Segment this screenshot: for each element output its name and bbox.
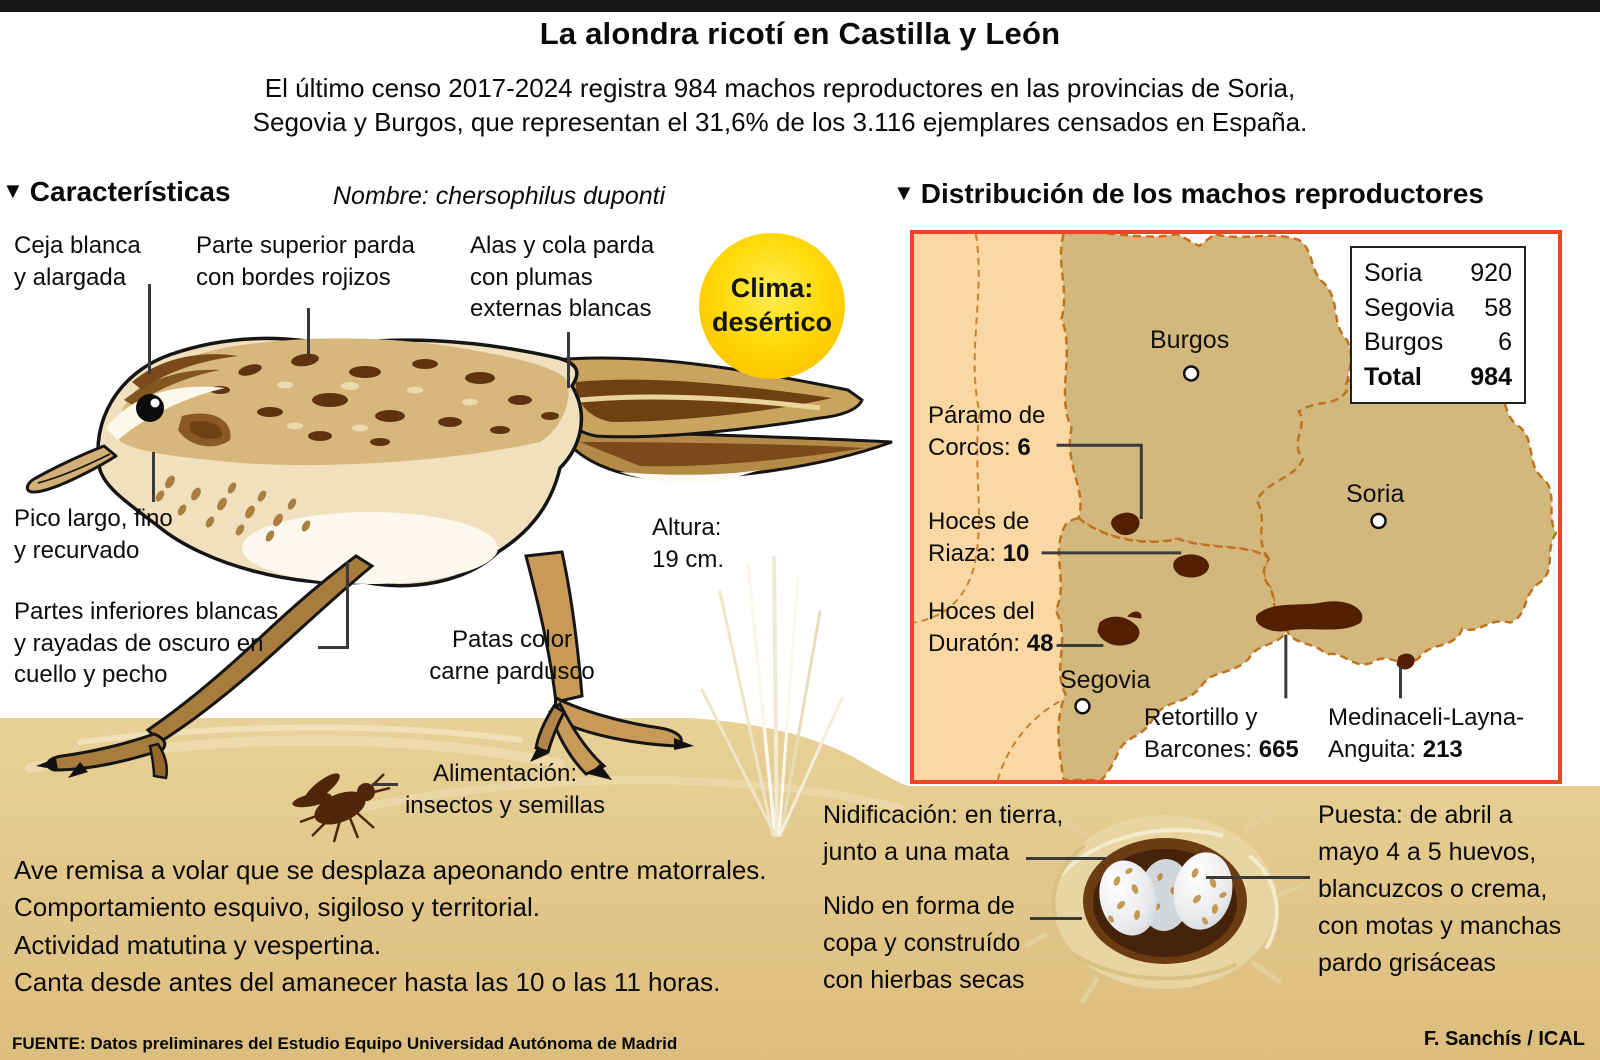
callout-medinaceli: Medinaceli-Layna- Anguita: 213 [1328, 704, 1525, 764]
feature-pico: Pico largo, fino y recurvado [14, 505, 173, 564]
distribucion-title: Distribución de los machos reproductores [920, 178, 1485, 209]
eggs [1099, 852, 1233, 936]
leader-line-partes-h [318, 646, 349, 649]
feature-alas: Alas y cola parda con plumas externas bl… [470, 232, 655, 323]
triangle-marker-icon: ▼ [893, 180, 915, 205]
straw-strands [1025, 808, 1305, 1004]
province-label-segovia: Segovia [1060, 666, 1151, 694]
triangle-marker-icon: ▼ [2, 178, 24, 203]
page-subtitle: El último censo 2017-2024 registra 984 m… [252, 73, 1308, 137]
callout-riaza: Hoces de Riaza: 10 [928, 508, 1030, 568]
map-illustration [914, 234, 1558, 780]
fly-icon [292, 773, 391, 843]
bird-eye [136, 394, 164, 422]
far-leg [36, 554, 375, 780]
feature-ceja: Ceja blanca y alargada [14, 232, 141, 291]
puesta-text: Puesta: de abril a mayo 4 a 5 huevos, bl… [1318, 801, 1562, 977]
province-segovia-shape [1054, 516, 1289, 780]
caracteristicas-title: Características [29, 176, 231, 207]
province-soria-shape [1255, 366, 1558, 666]
bird-illustration [25, 336, 893, 843]
leader-line-parte-superior [307, 308, 310, 354]
nido-text: Nido en forma de copa y construído con h… [823, 892, 1025, 994]
source-text: FUENTE: Datos preliminares del Estudio E… [12, 1034, 678, 1053]
white-eyebrow [106, 386, 225, 440]
callout-retortillo: Retortillo y Barcones: 665 [1144, 704, 1299, 764]
leader-line-partes-v [346, 562, 349, 649]
credit-text: F. Sanchís / ICAL [1423, 1028, 1585, 1050]
leader-line-nido [1030, 917, 1082, 920]
callout-duraton: Hoces del Duratón: 48 [928, 598, 1054, 658]
feature-partes-inferiores: Partes inferiores blancas y rayadas de o… [14, 598, 279, 689]
map-leader-lines [1041, 443, 1402, 699]
top-bar [0, 0, 1600, 12]
feature-parte-superior: Parte superior parda con bordes rojizos [196, 232, 415, 291]
scientific-name: Nombre: chersophilus duponti [333, 182, 666, 210]
nest-illustration [1025, 808, 1305, 1004]
city-dots [1074, 365, 1387, 715]
near-leg [524, 550, 694, 780]
province-label-soria: Soria [1346, 480, 1405, 508]
population-spots [1097, 512, 1415, 670]
climate-badge: Clima: desértico [699, 233, 845, 379]
leader-line-puesta [1206, 876, 1310, 879]
grass-icon [700, 556, 844, 837]
feature-alimentacion: Alimentación: insectos y semillas [404, 760, 606, 819]
leader-line-ceja [148, 284, 151, 374]
nidificacion-text: Nidificación: en tierra, junto a una mat… [823, 801, 1064, 866]
leader-line-alimentacion [372, 783, 398, 786]
section-caracteristicas: ▼ Características [2, 176, 231, 208]
behavior-text: Ave remisa a volar que se desplaza apeon… [14, 855, 767, 998]
leader-line-mata [1026, 857, 1106, 860]
feature-patas: Patas color carne pardusco [429, 626, 595, 685]
page-title: La alondra ricotí en Castilla y León [539, 16, 1061, 51]
leader-line-alas [567, 332, 570, 388]
section-distribucion: ▼ Distribución de los machos reproductor… [893, 178, 1484, 210]
leader-line-pico [152, 452, 155, 502]
province-label-burgos: Burgos [1150, 326, 1230, 354]
breast-speckles [155, 475, 311, 542]
callout-corcos: Páramo de Corcos: 6 [928, 402, 1046, 462]
feature-altura: Altura: 19 cm. [652, 514, 725, 573]
